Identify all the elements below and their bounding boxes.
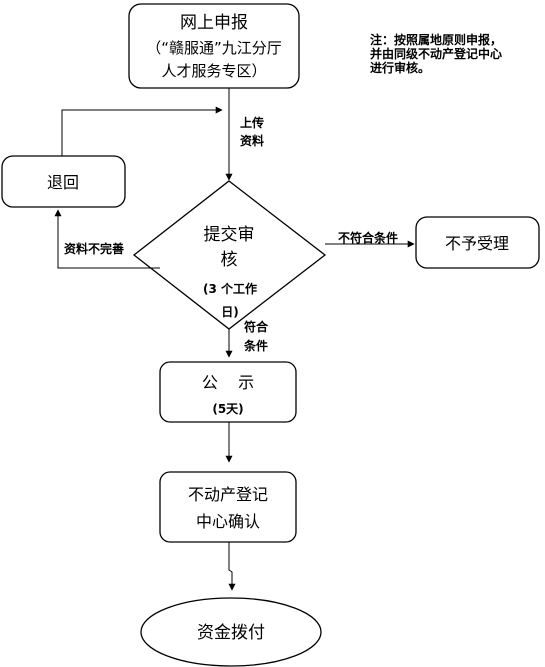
- node-confirm: 不动产登记 中心确认: [159, 471, 297, 543]
- edge-incomplete-label: 资料不完善: [64, 241, 124, 256]
- return-label: 退回: [47, 173, 79, 192]
- edge-confirm-to-fund: [228, 542, 236, 591]
- online-apply-line-1: 网上申报: [180, 13, 248, 33]
- node-fund: 资金拨付: [140, 597, 322, 667]
- note-line-2: 并由同级不动产登记中心: [370, 46, 502, 61]
- review-line-1: 提交审: [204, 225, 255, 245]
- edge-incomplete: [54, 209, 160, 269]
- node-reject: 不予受理: [415, 216, 540, 269]
- note: 注：按照属地原则申报， 并由同级不动产登记中心 进行审核。: [370, 32, 502, 75]
- node-review: 提交审 核 (3 个工作 日): [132, 180, 327, 330]
- node-publicity: 公 示 (5天): [159, 361, 297, 423]
- review-sub-line-1: (3 个工作: [203, 281, 257, 296]
- note-line-1: 注：按照属地原则申报，: [370, 32, 502, 47]
- edge-eligible-label-1: 符合: [244, 319, 269, 334]
- review-sub-line-2: 日): [221, 305, 239, 319]
- confirm-line-2: 中心确认: [196, 512, 260, 531]
- edge-eligible-label-2: 条件: [243, 338, 268, 353]
- node-return: 退回: [1, 155, 126, 208]
- confirm-line-1: 不动产登记: [188, 485, 268, 504]
- reject-label: 不予受理: [445, 234, 509, 253]
- edge-upload-label-1: 上传: [240, 115, 264, 130]
- publicity-sub: (5天): [212, 402, 243, 416]
- review-line-2: 核: [221, 250, 238, 270]
- online-apply-line-3: 人才服务专区）: [161, 62, 266, 80]
- edge-return-to-apply: [61, 106, 223, 156]
- note-line-3: 进行审核。: [370, 60, 430, 75]
- edge-not-eligible-label: 不符合条件: [338, 230, 398, 245]
- node-online-apply: 网上申报 （“赣服通”九江分厅 人才服务专区）: [128, 3, 300, 89]
- fund-label: 资金拨付: [197, 623, 265, 643]
- online-apply-line-2: （“赣服通”九江分厅: [146, 39, 282, 57]
- publicity-label: 公 示: [202, 373, 254, 392]
- edge-upload-label-2: 资料: [240, 133, 264, 148]
